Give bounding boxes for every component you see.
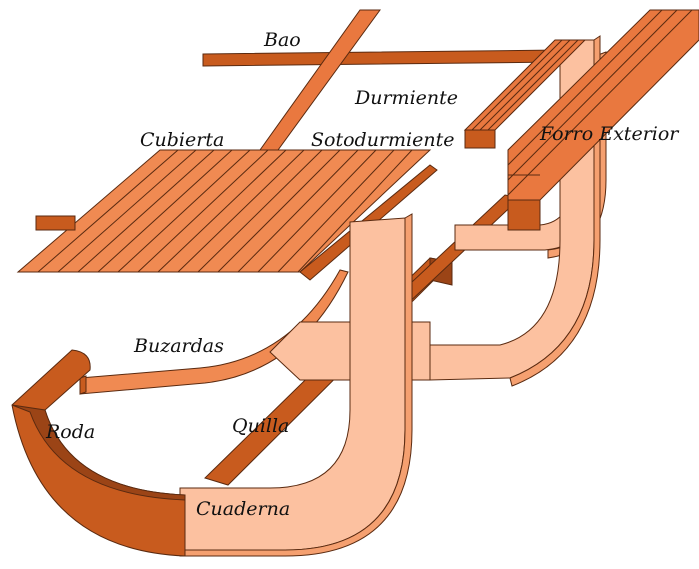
label-roda: Roda	[45, 421, 95, 443]
label-bao: Bao	[263, 29, 301, 51]
label-sotodurmiente: Sotodurmiente	[311, 129, 454, 151]
bao-beam	[203, 50, 560, 66]
label-quilla: Quilla	[232, 415, 289, 437]
label-cuaderna: Cuaderna	[196, 498, 290, 520]
label-forro-exterior: Forro Exterior	[539, 123, 680, 145]
label-buzardas: Buzardas	[133, 335, 224, 357]
label-cubierta: Cubierta	[140, 129, 224, 151]
label-durmiente: Durmiente	[354, 87, 458, 109]
